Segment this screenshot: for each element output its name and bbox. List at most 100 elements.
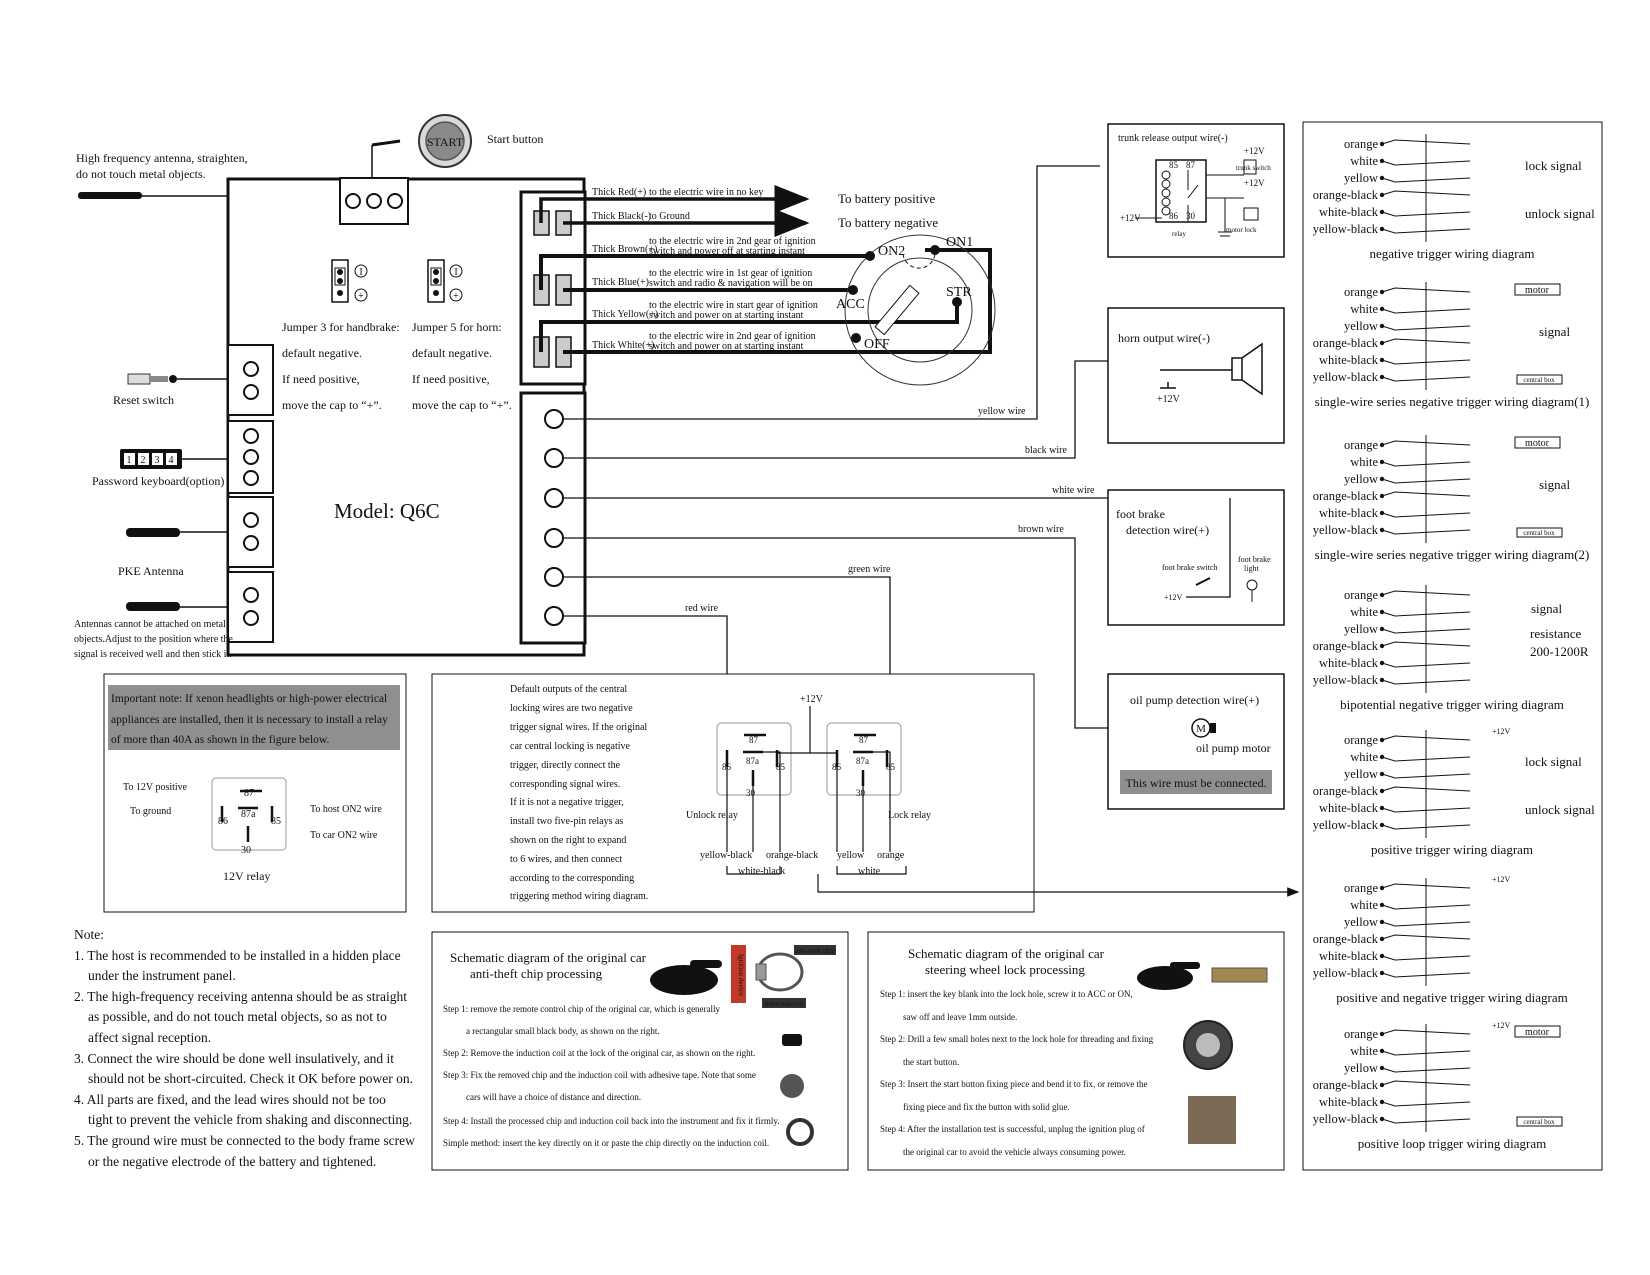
battery-negative: To battery negative xyxy=(838,215,938,230)
important-line-1: Important note: If xenon headlights or h… xyxy=(111,693,387,705)
wire-line xyxy=(1381,824,1471,830)
wire-color-label: orange xyxy=(1344,137,1378,151)
ignition-device-tag xyxy=(731,945,746,1003)
jumper5-line-1: Jumper 5 for horn: xyxy=(412,320,502,334)
wire-line xyxy=(1381,662,1471,668)
wire-line xyxy=(1381,590,1471,596)
chip-tag xyxy=(794,945,836,955)
trigger-diagram-1: orangewhiteyelloworange-blackwhite-black… xyxy=(1313,134,1595,261)
wire-line xyxy=(1381,611,1471,617)
wire-line xyxy=(1381,376,1471,382)
brown-wire-label: brown wire xyxy=(1018,524,1064,535)
lockr-p85: 85 xyxy=(886,762,896,772)
trigger-diagram-7: orangewhiteyelloworange-blackwhite-black… xyxy=(1313,1021,1563,1151)
wire-line xyxy=(1381,287,1471,293)
lock-text-3: car central locking is negative xyxy=(510,741,631,752)
antitheft-title-2: anti-theft chip processing xyxy=(470,966,603,981)
ignition-device-text: Ignition device xyxy=(737,954,745,996)
steering-hand-icon xyxy=(1137,962,1200,990)
wire-color-label: white-black xyxy=(1319,506,1379,520)
note-2a: 2. The high-frequency receiving antenna … xyxy=(74,988,408,1004)
wire-line xyxy=(1381,359,1471,365)
antitheft-step-1a: Step 1: remove the remote control chip o… xyxy=(443,1004,721,1014)
signal-label: signal xyxy=(1539,477,1570,492)
trunk-p85: 85 xyxy=(1169,160,1179,170)
power-wire-desc-4a: to the electric wire in start gear of ig… xyxy=(649,300,818,311)
relay-wire-w: white xyxy=(858,866,881,877)
antenna-icon xyxy=(78,192,142,199)
pke-connector xyxy=(227,496,274,568)
lock-relays-panel xyxy=(431,673,1035,913)
oil-warning-text: This wire must be connected. xyxy=(1126,776,1267,790)
footbrake-v: +12V xyxy=(1164,593,1183,602)
lockr-p30: 30 xyxy=(856,788,866,798)
wire-line xyxy=(1381,139,1471,145)
ignition-switch xyxy=(844,234,996,386)
power-wire-desc-3b: switch and radio & navigation will be on xyxy=(649,278,813,289)
wire-color-label: white xyxy=(1350,750,1378,764)
unlock-signal-label: unlock signal xyxy=(1525,802,1595,817)
power-wire-name-0: Thick Red(+) xyxy=(592,187,646,198)
lock-relay-label: Lock relay xyxy=(888,810,931,821)
unlock-p85: 85 xyxy=(776,762,786,772)
button-image xyxy=(1188,1096,1236,1144)
reset-connector xyxy=(227,344,274,416)
relay-pin-87: 87 xyxy=(244,788,254,799)
key-1: 1 xyxy=(127,455,132,466)
trunk-v3: +12V xyxy=(1120,213,1141,223)
lockr-p86: 86 xyxy=(832,762,842,772)
signal-label: signal xyxy=(1531,601,1562,616)
relay-to-12v: To 12V positive xyxy=(123,782,188,793)
red-wire-label: red wire xyxy=(685,603,719,614)
relay-pin-30: 30 xyxy=(241,845,251,856)
steering-title-2: steering wheel lock processing xyxy=(925,962,1085,977)
motor-box-label: motor xyxy=(1525,285,1550,296)
installation-notes: Note: 1. The host is recommended to be i… xyxy=(74,925,424,1172)
antitheft-panel xyxy=(431,931,849,1171)
v12-label: +12V xyxy=(1492,727,1511,736)
relay-pin-87a: 87a xyxy=(241,809,256,820)
wire-line xyxy=(1381,461,1471,467)
trigger-caption: negative trigger wiring diagram xyxy=(1370,246,1535,261)
trunk-v2: +12V xyxy=(1244,178,1265,188)
motor-box xyxy=(1514,1025,1561,1038)
motor-box-label: motor xyxy=(1525,1027,1550,1038)
antenna2-icon xyxy=(126,602,180,611)
ignition-device-image xyxy=(755,952,804,992)
motor-box-label: motor xyxy=(1525,438,1550,449)
footbrake-light-2: light xyxy=(1244,564,1259,573)
wire-line xyxy=(1381,211,1471,217)
lock-signal-label: lock signal xyxy=(1525,158,1582,173)
unlock-relay xyxy=(716,722,792,796)
wire-line xyxy=(1381,679,1471,685)
footbrake-title-1: foot brake xyxy=(1116,507,1165,521)
chip-image xyxy=(782,1034,802,1046)
reset-switch-label: Reset switch xyxy=(113,393,174,407)
antitheft-step-2: Step 2: Remove the induction coil at the… xyxy=(443,1048,755,1058)
green-wire-label: green wire xyxy=(848,564,891,575)
wire-line xyxy=(1381,786,1471,792)
wire-line xyxy=(1381,1101,1471,1107)
trigger-caption: single-wire series negative trigger wiri… xyxy=(1315,394,1590,409)
wire-color-label: yellow-black xyxy=(1313,222,1379,236)
steering-step-2a: Step 2: Drill a few small holes next to … xyxy=(880,1034,1154,1044)
jumper3-line-3: If need positive, xyxy=(282,372,360,386)
black-wire-label: black wire xyxy=(1025,445,1067,456)
wire-color-label: yellow xyxy=(1344,622,1378,636)
wire-color-label: white-black xyxy=(1319,205,1379,219)
wire-color-label: orange xyxy=(1344,881,1378,895)
wire-color-label: yellow xyxy=(1344,767,1378,781)
jumper5-i: I xyxy=(454,267,457,278)
lock-text-8: shown on the right to expand xyxy=(510,835,626,846)
wire-color-label: yellow-black xyxy=(1313,523,1379,537)
start-button: START xyxy=(418,114,472,168)
yellow-wire-label: yellow wire xyxy=(978,406,1026,417)
wire-color-label: white xyxy=(1350,605,1378,619)
lock-text-10: according to the corresponding xyxy=(510,873,634,884)
power-wire-name-5: Thick White(+) xyxy=(592,340,654,351)
lock-text-4: trigger, directly connect the xyxy=(510,760,621,771)
relay-wiring xyxy=(726,706,1300,897)
wire-line xyxy=(1381,883,1471,889)
wire-color-label: yellow xyxy=(1344,472,1378,486)
key-blank-image xyxy=(1211,967,1268,983)
